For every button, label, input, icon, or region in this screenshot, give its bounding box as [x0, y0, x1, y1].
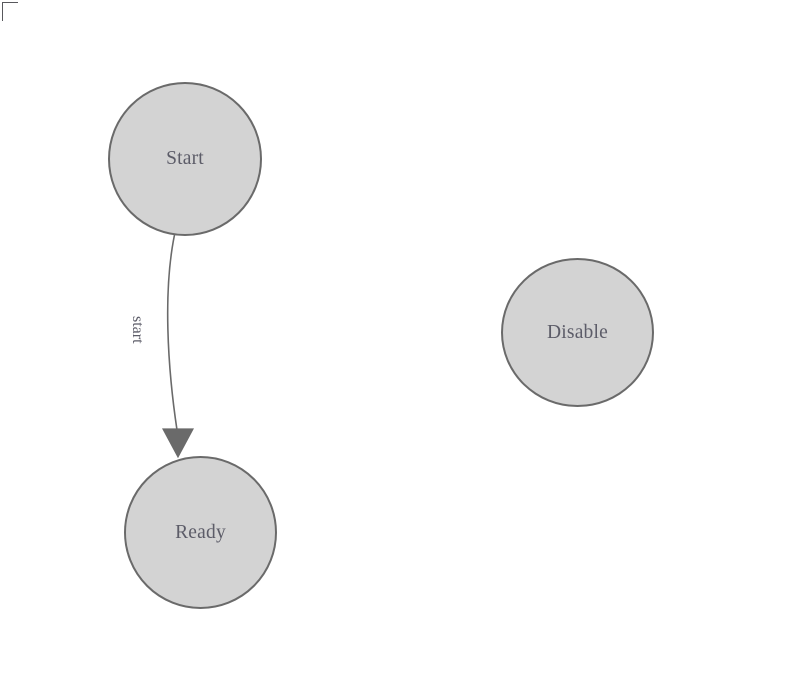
crop-corner-mark	[2, 2, 18, 21]
edge-arrowhead-start-to-ready	[161, 428, 195, 459]
state-node-label: Start	[166, 148, 204, 170]
edge-label-start-to-ready: start	[129, 316, 146, 344]
state-node-label: Ready	[175, 521, 226, 543]
state-node-disable[interactable]: Disable	[501, 258, 654, 407]
state-node-ready[interactable]: Ready	[124, 456, 277, 609]
edge-line-start-to-ready	[166, 227, 178, 431]
state-node-start[interactable]: Start	[108, 82, 262, 236]
state-node-label: Disable	[547, 321, 608, 343]
edge-start-to-ready[interactable]	[161, 227, 195, 459]
